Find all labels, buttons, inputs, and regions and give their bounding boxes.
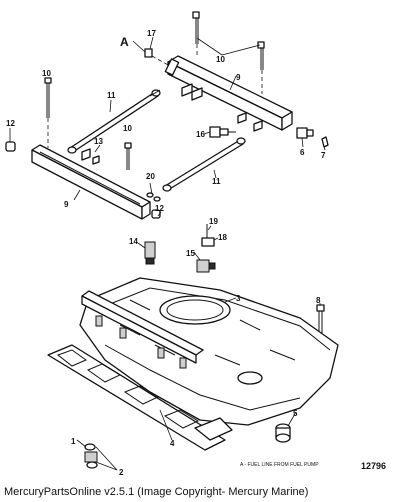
o-rings-20	[146, 192, 161, 202]
callout-14: 16	[196, 130, 205, 139]
callout-16: 15	[186, 249, 195, 258]
fitting-15	[144, 48, 171, 67]
fitting-14	[209, 126, 236, 138]
plug-12-left	[5, 141, 16, 152]
bracket-18	[201, 237, 215, 247]
callout-17: 14	[129, 237, 138, 246]
bracket-13	[81, 148, 100, 165]
bolt-top-right	[257, 41, 265, 70]
leader-lines	[9, 36, 326, 471]
callout-20: 20	[146, 172, 155, 181]
view-marker-a: A	[120, 35, 129, 49]
callout-4: 4	[170, 439, 175, 448]
callout-3: 3	[236, 294, 241, 303]
callout-11-upper: 11	[107, 91, 116, 100]
bolt-top-left	[192, 11, 200, 44]
bolt-lower-left-rail	[44, 77, 52, 118]
callout-11-lower: 11	[212, 177, 221, 186]
footer-copyright: MercuryPartsOnline v2.5.1 (Image Copyrig…	[4, 486, 309, 498]
sensor-16	[196, 259, 216, 273]
callout-10-top: 10	[216, 55, 225, 64]
plug-5	[275, 423, 291, 443]
fuel-rail-nozzles-upper	[181, 83, 263, 132]
intake-manifold	[79, 277, 339, 426]
callout-15: 17	[147, 29, 156, 38]
callout-9-top: 9	[236, 73, 241, 82]
fuel-line-upper	[67, 89, 161, 154]
fuel-rail-upper	[164, 55, 293, 131]
cut-note: A - FUEL LINE FROM FUEL PUMP	[240, 462, 319, 468]
cap-7	[321, 136, 329, 148]
callout-7: 7	[321, 151, 326, 160]
fuel-line-lower	[162, 137, 246, 192]
callout-12-right: 12	[155, 204, 164, 213]
callout-13: 13	[94, 137, 103, 146]
callout-9-lower: 9	[64, 200, 69, 209]
callout-10-left: 10	[42, 69, 51, 78]
art-number: 12796	[361, 461, 386, 471]
injector-1	[84, 443, 98, 469]
callout-1: 1	[71, 437, 76, 446]
bolt-10-middle	[124, 142, 132, 170]
callout-18: 18	[218, 233, 227, 242]
sensor-17	[144, 241, 156, 265]
callout-19: 19	[209, 217, 218, 226]
gasket-4	[47, 344, 233, 451]
callout-2: 2	[119, 468, 124, 477]
callout-5: 5	[293, 409, 298, 418]
callout-12-left: 12	[6, 119, 15, 128]
fitting-6	[296, 127, 314, 139]
callout-10-mid: 10	[123, 124, 132, 133]
callout-8: 8	[316, 296, 321, 305]
fuel-rail-lower	[31, 144, 151, 220]
callout-6: 6	[300, 148, 305, 157]
